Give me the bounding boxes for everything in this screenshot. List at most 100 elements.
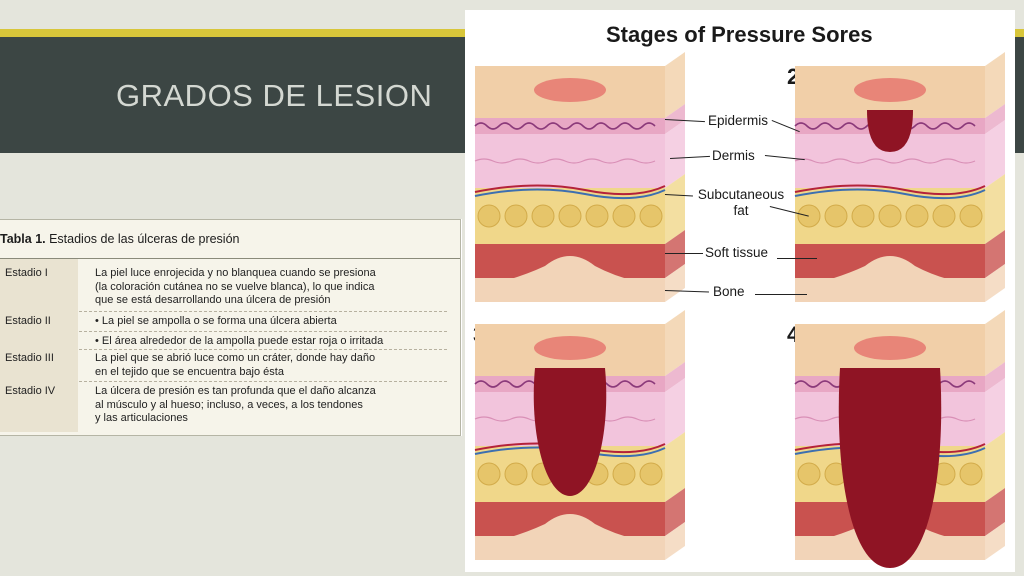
label-epidermis: Epidermis xyxy=(708,113,769,128)
stage-2-skin-block xyxy=(794,52,1005,302)
fat-cell xyxy=(612,462,636,486)
subcutaneous-fat-layer-side xyxy=(985,432,1005,502)
label-subcutaneous-line-1: Subcutaneous xyxy=(697,187,785,202)
row-label-stage-4: Estadio IV xyxy=(5,385,56,397)
row-text-stage-2a: • La piel se ampolla o se forma una úlce… xyxy=(95,315,450,329)
row-text-stage-3: La piel que se abrió luce como un cráter… xyxy=(95,352,450,379)
soft-tissue-layer-side xyxy=(665,488,685,536)
epidermis-layer-side xyxy=(985,104,1005,134)
artery-line xyxy=(474,184,666,196)
bone-mound xyxy=(795,256,985,302)
dermis-fiber-line xyxy=(794,158,976,164)
table-label-column xyxy=(0,259,78,432)
fat-cell xyxy=(851,204,875,228)
row-divider xyxy=(79,381,447,382)
bone-mound xyxy=(475,514,665,560)
text-line: al músculo y al hueso; incluso, a veces,… xyxy=(95,398,363,411)
bone-mound xyxy=(475,256,665,302)
dermis-layer-side xyxy=(985,378,1005,446)
label-bone: Bone xyxy=(713,284,745,299)
text-line: que se está desarrollando una úlcera de … xyxy=(95,294,331,306)
label-subcutaneous-fat: Subcutaneous fat xyxy=(693,187,789,219)
stage-4-skin-block xyxy=(794,310,1005,568)
vein-line xyxy=(474,188,666,200)
skin-surface-layer-side xyxy=(665,310,685,376)
pressure-sore xyxy=(867,110,913,152)
row-divider xyxy=(79,311,447,312)
fat-cell xyxy=(504,462,528,486)
text-line: • La piel se ampolla o se forma una úlce… xyxy=(95,315,337,327)
dermis-layer xyxy=(475,134,665,188)
pressure-sores-figure: Stages of Pressure Sores 1 2 3 4 Epiderm… xyxy=(465,10,1015,572)
fat-cell xyxy=(905,204,929,228)
stage-1-skin-block xyxy=(474,52,685,302)
fat-cell xyxy=(824,204,848,228)
epidermis-wave-line xyxy=(474,122,656,130)
dermis-layer-side xyxy=(985,120,1005,188)
soft-tissue-layer-side xyxy=(665,230,685,278)
text-line: • El área alrededor de la ampolla puede … xyxy=(95,335,384,347)
row-label-stage-3: Estadio III xyxy=(5,352,54,364)
dermis-fiber-line xyxy=(474,158,656,164)
skin-surface-layer-side xyxy=(985,52,1005,118)
artery-line xyxy=(794,184,986,196)
subcutaneous-fat-layer-side xyxy=(665,174,685,244)
dermis-layer-side xyxy=(665,378,685,446)
fat-cell xyxy=(797,204,821,228)
vein-line xyxy=(794,188,986,200)
text-line: La piel que se abrió luce como un cráter… xyxy=(95,352,376,364)
redness-area xyxy=(854,336,926,360)
redness-area xyxy=(534,78,606,102)
fat-cell xyxy=(639,462,663,486)
pressure-sore xyxy=(533,368,607,496)
row-label-stage-2: Estadio II xyxy=(5,315,51,327)
subcutaneous-fat-layer-side xyxy=(985,174,1005,244)
fat-cell xyxy=(878,204,902,228)
leader-bone-right xyxy=(755,294,807,295)
figure-title: Stages of Pressure Sores xyxy=(606,22,873,47)
leader-soft-tissue-right xyxy=(777,258,817,259)
fat-cell xyxy=(531,204,555,228)
table-caption-text: Estadios de las úlceras de presión xyxy=(45,232,240,246)
redness-area xyxy=(534,336,606,360)
fat-cell xyxy=(585,204,609,228)
table-caption-number: Tabla 1. xyxy=(0,232,46,246)
text-line: La úlcera de presión es tan profunda que… xyxy=(95,385,376,397)
fat-cell xyxy=(639,204,663,228)
fat-cell xyxy=(959,462,983,486)
bone-layer-side xyxy=(985,264,1005,302)
bone-layer-side xyxy=(665,264,685,302)
row-label-stage-1: Estadio I xyxy=(5,267,48,279)
leader-soft-tissue-left xyxy=(665,253,703,254)
soft-tissue-layer-side xyxy=(985,488,1005,536)
fat-cell xyxy=(504,204,528,228)
table-caption: Tabla 1. Estadios de las úlceras de pres… xyxy=(0,232,240,246)
bone-layer-side xyxy=(665,522,685,560)
text-line: en el tejido que se encuentra bajo ésta xyxy=(95,365,284,378)
slide-title: GRADOS DE LESION xyxy=(116,78,433,113)
text-line: y las articulaciones xyxy=(95,412,188,424)
epidermis-layer-side xyxy=(665,362,685,392)
table-header-rule xyxy=(0,258,460,259)
stages-table-body: Tabla 1. Estadios de las úlceras de pres… xyxy=(0,219,461,436)
label-subcutaneous-line-2: fat xyxy=(733,203,749,218)
row-divider xyxy=(79,331,447,332)
row-text-stage-4: La úlcera de presión es tan profunda que… xyxy=(95,385,450,426)
fat-cell xyxy=(932,204,956,228)
soft-tissue-layer-side xyxy=(985,230,1005,278)
fat-cell xyxy=(797,462,821,486)
fat-cell xyxy=(612,204,636,228)
text-line: (la coloración cutánea no se vuelve blan… xyxy=(95,280,375,293)
bone-layer-side xyxy=(985,522,1005,560)
fat-cell xyxy=(477,462,501,486)
fat-cell xyxy=(477,204,501,228)
label-soft-tissue: Soft tissue xyxy=(705,245,769,260)
skin-surface-layer-side xyxy=(985,310,1005,376)
row-text-stage-2b: • El área alrededor de la ampolla puede … xyxy=(95,335,450,349)
row-divider xyxy=(79,349,447,350)
stage-3-skin-block xyxy=(474,310,685,560)
dermis-layer-side xyxy=(665,120,685,188)
text-line: La piel luce enrojecida y no blanquea cu… xyxy=(95,267,376,279)
epidermis-layer-side xyxy=(985,362,1005,392)
stages-table: Tabla 1. Estadios de las úlceras de pres… xyxy=(0,219,462,436)
